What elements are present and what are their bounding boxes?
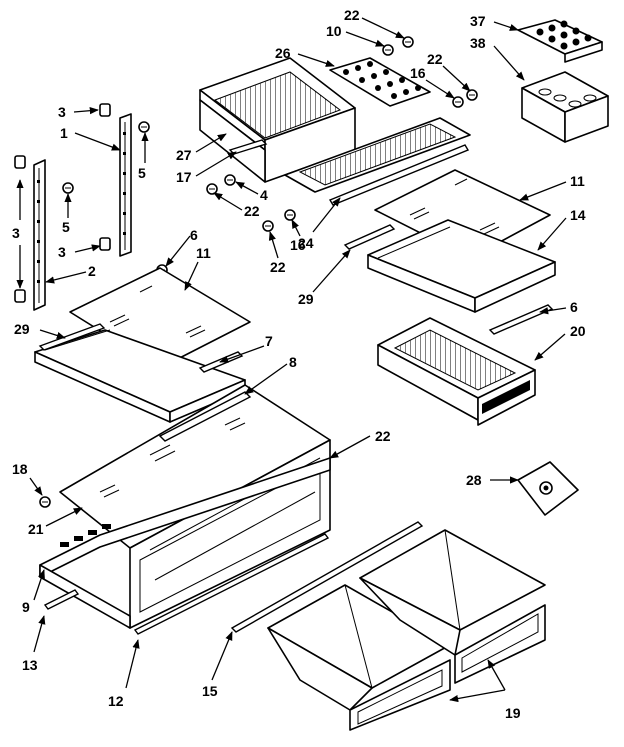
callout-5-right: 5 [138, 165, 146, 181]
callout-11-right: 11 [570, 173, 585, 189]
callout-2: 2 [88, 263, 96, 279]
callout-5-left: 5 [62, 219, 70, 235]
callout-1: 1 [60, 125, 68, 141]
crisper-cover-trim-8 [158, 391, 252, 442]
shelf-support-rail-left [33, 159, 46, 311]
callout-4: 4 [260, 187, 268, 203]
pan-20 [377, 317, 536, 426]
callout-6-left: 6 [190, 227, 198, 243]
crisper-frame-23 [39, 457, 331, 629]
hardware-4 [224, 174, 236, 186]
callout-3-mid: 3 [58, 244, 66, 260]
callout-12: 12 [108, 693, 124, 709]
callout-7: 7 [265, 333, 273, 349]
callout-9: 9 [22, 599, 30, 615]
hardware-16-lower [284, 209, 296, 221]
callout-27: 27 [176, 147, 192, 163]
crisper-rail-15 [230, 521, 424, 633]
callout-38: 38 [470, 35, 486, 51]
rail-screws [62, 121, 168, 276]
callout-14: 14 [570, 207, 586, 223]
crisper-rail-12 [133, 533, 330, 635]
callout-29-left: 29 [14, 321, 30, 337]
callout-16-right: 16 [410, 65, 426, 81]
callout-23: 22 [375, 428, 391, 444]
callout-22-right: 22 [427, 51, 443, 67]
callout-6-right: 6 [570, 299, 578, 315]
meat-pan-27 [199, 57, 356, 183]
crisper-rail-13 [43, 589, 80, 610]
callout-22-lower: 22 [270, 259, 286, 275]
callout-8: 8 [289, 354, 297, 370]
callout-13: 13 [22, 657, 38, 673]
callout-10: 10 [326, 23, 342, 39]
callout-17: 17 [176, 169, 192, 185]
callout-20: 20 [570, 323, 586, 339]
callout-3-top: 3 [58, 104, 66, 120]
shelf-trim-29-right [343, 224, 396, 250]
butter-bin-38 [521, 71, 609, 143]
egg-tray-26 [329, 57, 431, 107]
callout-28: 28 [466, 472, 482, 488]
crisper-pan-19-right [359, 529, 546, 684]
callout-37: 37 [470, 13, 486, 29]
screw-18 [39, 496, 51, 508]
callout-22-mid: 22 [244, 203, 260, 219]
shelf-support-rail-right [119, 113, 132, 257]
callout-18: 18 [12, 461, 28, 477]
callout-3-side: 3 [12, 225, 20, 241]
callout-26: 26 [275, 45, 291, 61]
shelf-trim-6 [488, 304, 554, 335]
callout-11-left: 11 [196, 245, 211, 261]
callout-19: 19 [505, 705, 521, 721]
callout-16-lower: 16 [290, 237, 306, 253]
shelf-frame-left [34, 329, 246, 423]
leader-lines [16, 17, 567, 703]
crisper-pan-19-left [267, 584, 451, 731]
hardware-top [382, 36, 478, 108]
butter-tray-37 [517, 19, 603, 63]
callout-labels: 3 1 5 3 5 3 2 6 11 29 7 8 22 18 21 9 13 … [12, 7, 586, 721]
hardware-22-left [206, 183, 274, 232]
shelf-trim-29-left [38, 323, 106, 351]
shelf-frame-14 [367, 219, 556, 313]
rail-caps [14, 103, 111, 303]
callout-22-top: 22 [344, 7, 360, 23]
callout-21: 21 [28, 521, 44, 537]
callout-29-right: 29 [298, 291, 314, 307]
callout-24: 24 [298, 235, 314, 251]
part-28 [517, 461, 579, 516]
callout-15: 15 [202, 683, 218, 699]
cover-slide-rail-24 [284, 117, 471, 206]
